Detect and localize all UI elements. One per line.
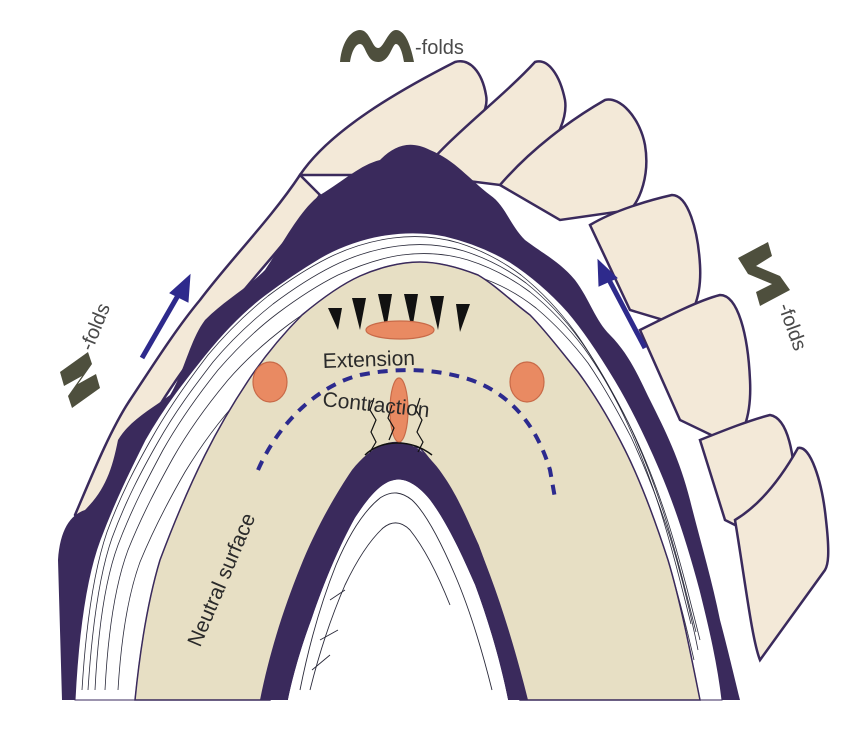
s-fold-glyph: [738, 242, 790, 306]
block-face-3: [498, 98, 648, 222]
shear-arrows: [139, 258, 648, 360]
block-faces: [297, 60, 830, 663]
ellipse-right: [509, 361, 545, 403]
left-arrow-shaft: [139, 290, 183, 360]
inner-hinge-white: [288, 479, 508, 700]
ellipse-top: [365, 320, 435, 340]
z-folds-label: -folds: [76, 300, 115, 354]
m-folds-label: -folds: [415, 37, 464, 59]
wedge-4: [404, 294, 418, 330]
wedge-2: [352, 298, 366, 330]
stylolite-2: [387, 404, 395, 441]
s-folds-label: -folds: [773, 300, 810, 353]
stylolite-1: [369, 397, 377, 453]
stylolite-3: [415, 397, 424, 453]
right-arrow-head: [597, 258, 618, 287]
wedge-1: [328, 308, 342, 330]
neutral-surface-line: [256, 368, 557, 499]
wedge-6: [456, 304, 470, 332]
inner-hinge-dark: [260, 441, 528, 700]
inner-hinge-lines: [299, 492, 493, 691]
z-fold-glyph: [60, 352, 100, 408]
stylolites: [369, 397, 424, 453]
block-face-7: [733, 446, 830, 663]
strain-ellipses: [252, 320, 545, 443]
hinge-cap: [364, 442, 433, 456]
outer-dark-layer: [58, 144, 740, 700]
m-fold-glyph: [340, 30, 414, 62]
right-arrow-shaft: [605, 276, 648, 350]
extension-wedges: [328, 294, 470, 332]
wedge-3: [378, 294, 392, 330]
left-arrow-head: [169, 273, 191, 303]
ellipse-left: [252, 361, 288, 403]
wedge-5: [430, 296, 444, 330]
extension-label: Extension: [322, 347, 415, 373]
